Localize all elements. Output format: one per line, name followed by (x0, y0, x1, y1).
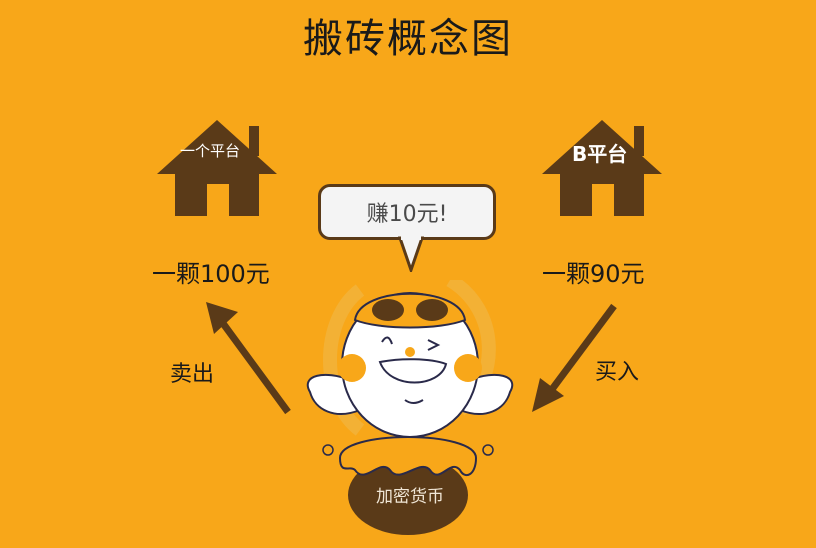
bubble-tail (398, 236, 424, 272)
profit-bubble: 赚10元! (318, 184, 496, 240)
right-platform-label: B平台 (572, 142, 628, 166)
left-platform-label: 一个平台 (180, 142, 241, 160)
profit-text: 赚10元! (366, 202, 448, 227)
right-price: 一颗90元 (542, 260, 645, 288)
buy-arrow-icon (532, 303, 617, 412)
buy-label: 买入 (595, 360, 640, 385)
left-price: 一颗100元 (152, 260, 270, 288)
left-house-icon (157, 120, 277, 216)
right-house-icon (542, 120, 662, 216)
mascot-ghost-icon (306, 280, 514, 535)
diagram-title: 搬砖概念图 (303, 16, 513, 62)
sell-arrow-icon (206, 302, 291, 415)
crypto-label: 加密货币 (376, 487, 444, 507)
sell-label: 卖出 (170, 362, 215, 387)
